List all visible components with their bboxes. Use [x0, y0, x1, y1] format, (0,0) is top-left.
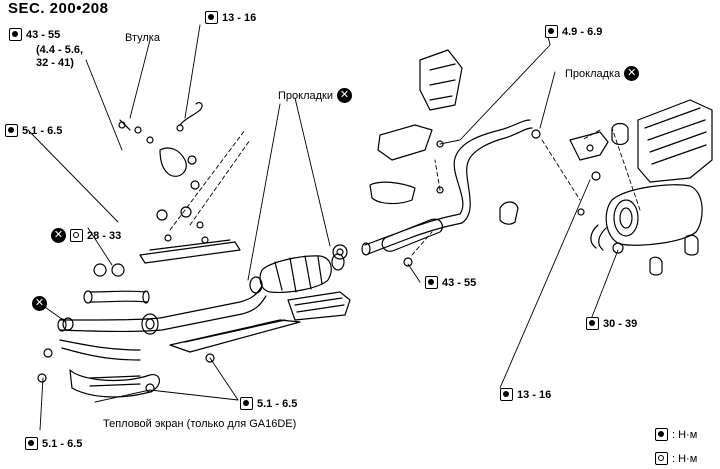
bushing-label: Втулка [125, 32, 160, 44]
gaskets [332, 129, 624, 260]
lower-heat-shield [69, 369, 160, 398]
gasket-label: Прокладка ✕ [565, 66, 640, 81]
gaskets-label: Прокладки ✕ [278, 88, 352, 103]
section-title: SEC. 200•208 [8, 0, 109, 17]
gaskets-text: Прокладки [278, 89, 333, 102]
torque-wrench-icon [655, 428, 668, 441]
replace-x-icon: ✕ [624, 66, 640, 81]
torque-value: 13 - 16 [222, 11, 257, 24]
torque-value: 5.1 - 6.5 [42, 437, 83, 450]
center-tube-hangers [369, 181, 519, 225]
torque-callout-5-1-6-5-bottom: 5.1 - 6.5 [25, 437, 82, 450]
torque-subvalue-line-2: 32 - 41) [36, 57, 74, 69]
torque-callout-43-55-mid: 43 - 55 [425, 276, 476, 289]
torque-callout-28-33: ✕ 28 - 33 [51, 228, 121, 243]
legend-torque-unit-2: : Н·м [655, 452, 697, 465]
bolts [37, 140, 601, 393]
torque-value: 28 - 33 [87, 229, 122, 242]
torque-wrench-icon [240, 397, 253, 410]
torque-wrench-icon [25, 437, 38, 450]
front-exhaust-tube [57, 285, 267, 361]
clamp-rings [62, 263, 125, 331]
torque-callout-13-16-bottom: 13 - 16 [500, 388, 551, 401]
legend-torque-unit-1: : Н·м [655, 428, 697, 441]
torque-wrench-icon [425, 276, 438, 289]
torque-callout-5-1-6-5-mid: 5.1 - 6.5 [240, 397, 297, 410]
torque-value: 4.9 - 6.9 [562, 25, 603, 38]
dashed-leader-lines [169, 127, 641, 256]
catalyst-heat-shield [287, 291, 351, 321]
muffler [590, 184, 703, 251]
torque-callout-30-39: 30 - 39 [586, 317, 637, 330]
replace-x-icon: ✕ [337, 88, 352, 103]
torque-callout-4-9-6-9: 4.9 - 6.9 [545, 25, 602, 38]
torque-wrench-icon [205, 11, 218, 24]
replace-x-icon: ✕ [51, 228, 66, 243]
torque-wrench-icon [545, 25, 558, 38]
torque-wrench-icon [5, 124, 18, 137]
torque-callout-13-16-top: 13 - 16 [205, 11, 256, 24]
sensor-bolts [118, 101, 203, 221]
rear-hanger-bracket [569, 122, 699, 276]
legend-unit: : Н·м [672, 452, 698, 465]
legend-unit: : Н·м [672, 428, 698, 441]
gasket-text: Прокладка [565, 67, 621, 80]
torque-callout-5-1-6-5-left: 5.1 - 6.5 [5, 124, 62, 137]
manifold-pipe [83, 290, 150, 304]
torque-value: 5.1 - 6.5 [22, 124, 63, 137]
center-tube-resonator [361, 119, 533, 256]
floor-heat-shield [169, 319, 301, 353]
tunnel-heat-shields [377, 49, 463, 161]
torque-value: 43 - 55 [442, 276, 477, 289]
torque-value: 13 - 16 [517, 388, 552, 401]
torque-value: 30 - 39 [603, 317, 638, 330]
catalytic-converter [249, 253, 345, 294]
torque-wrench-icon [9, 28, 22, 41]
upper-heat-shield-plate [139, 239, 241, 264]
replace-marker-left: ✕ [32, 296, 47, 311]
replace-x-icon: ✕ [32, 296, 47, 311]
torque-wrench-icon [500, 388, 513, 401]
torque-wrench-icon [655, 452, 668, 465]
torque-value: 5.1 - 6.5 [257, 397, 298, 410]
torque-wrench-icon [70, 229, 83, 242]
torque-subvalue-line-1: (4.4 - 5.6, [36, 44, 84, 56]
leader-lines [27, 24, 619, 431]
torque-callout-43-55-top: 43 - 55 [9, 28, 60, 41]
muffler-heat-shield [637, 99, 713, 183]
heat-shield-caption: Тепловой экран (только для GA16DE) [103, 418, 297, 430]
torque-value: 43 - 55 [26, 28, 61, 41]
torque-wrench-icon [586, 317, 599, 330]
